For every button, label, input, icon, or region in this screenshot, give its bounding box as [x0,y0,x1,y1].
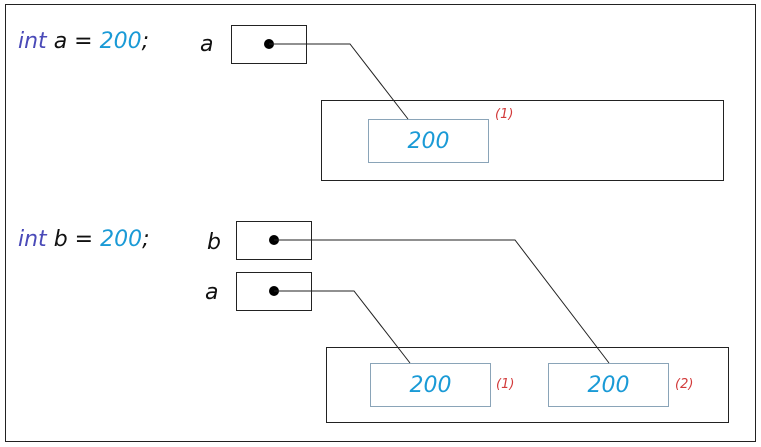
code-semicolon: ; [141,29,150,54]
code-variable: a [53,29,68,54]
code-operator: = [74,227,94,252]
code-semicolon: ; [142,227,150,252]
code-value: 200 [100,227,143,252]
heap-value-box-2b: 200 [548,363,669,407]
code-keyword: int [18,227,47,252]
diagram-frame [5,4,756,442]
code-variable: b [53,227,68,252]
code-line-1: int a = 200; [18,29,149,55]
heap-marker-1: (1) [495,107,514,122]
heap-value-box-1: 200 [368,119,489,163]
code-value: 200 [99,29,142,54]
pointer-line-a-2 [274,290,411,364]
heap-marker-2b: (2) [675,377,694,392]
ref-label-b: b [207,230,221,255]
pointer-line-b [274,239,610,364]
heap-marker-2a: (1) [496,377,515,392]
pointer-line-a-1 [269,43,409,120]
code-operator: = [74,29,93,54]
code-keyword: int [18,29,47,54]
ref-label-a-1: a [200,32,214,57]
ref-label-a-2: a [205,280,219,305]
code-line-2: int b = 200; [18,227,150,253]
heap-value-box-2a: 200 [370,363,491,407]
